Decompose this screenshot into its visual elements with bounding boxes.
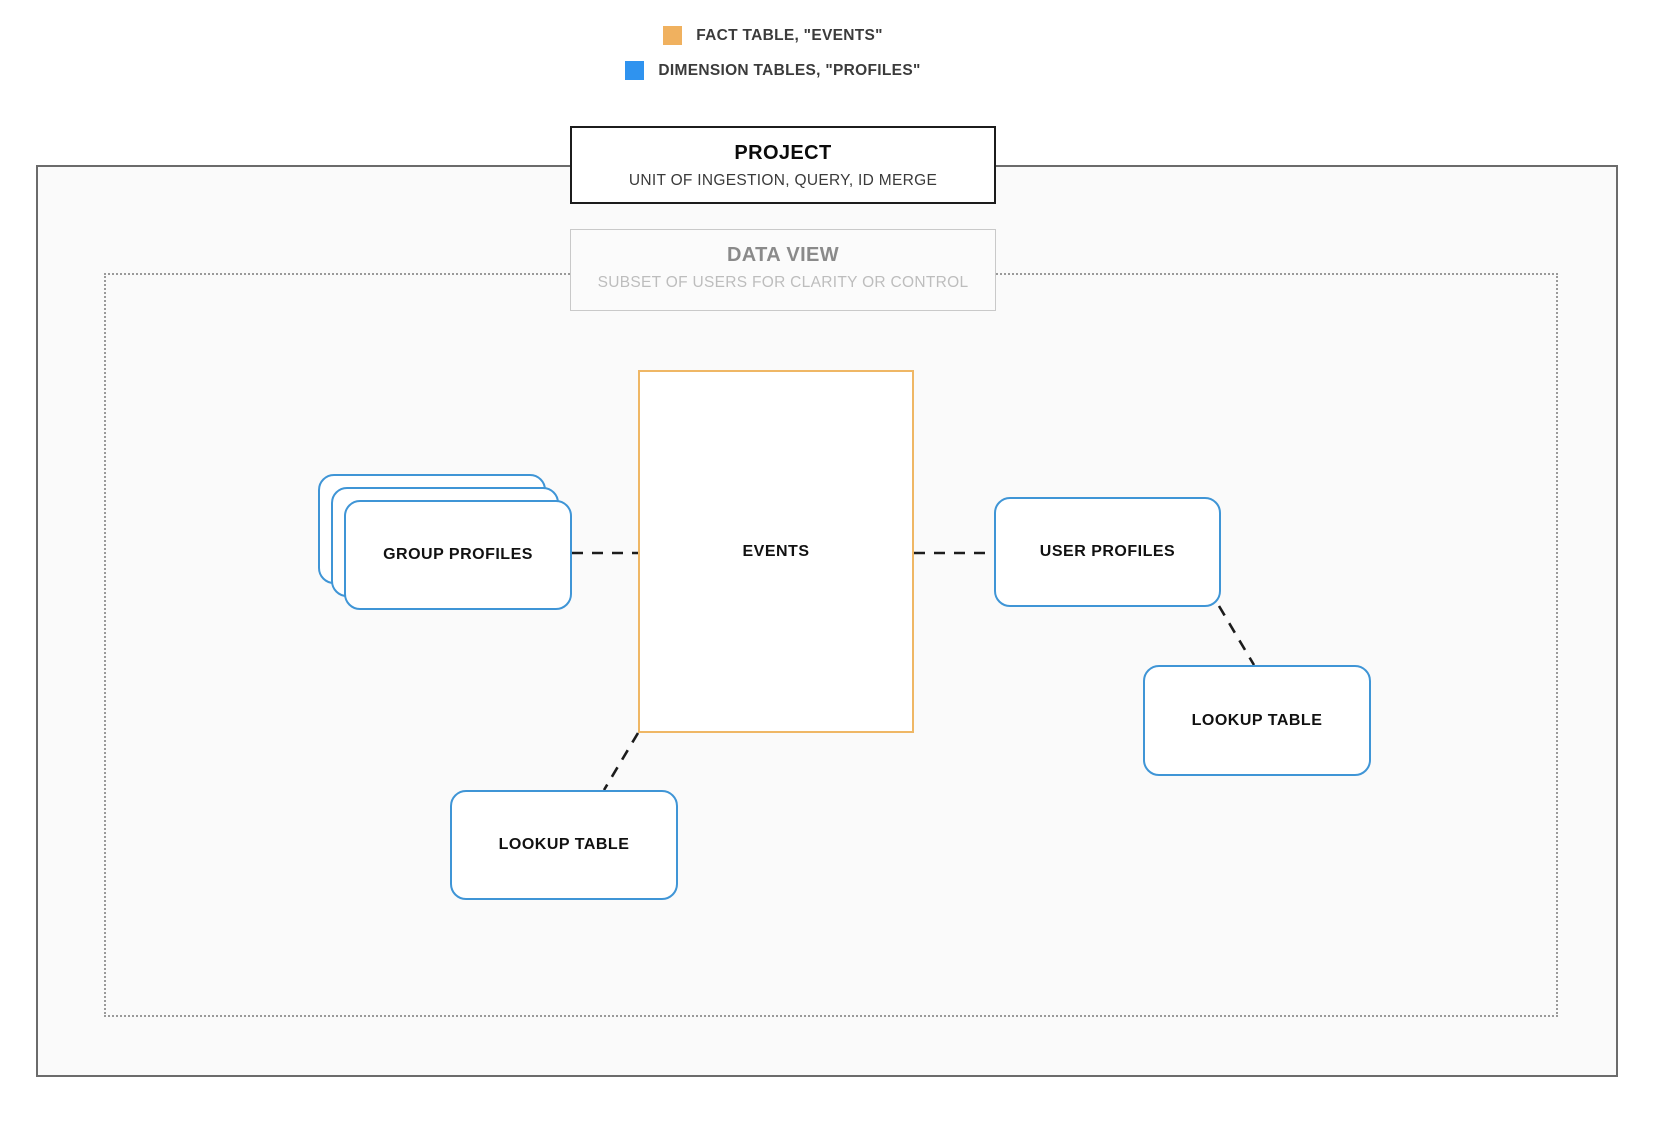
data-view-subtitle: SUBSET OF USERS FOR CLARITY OR CONTROL — [597, 274, 969, 291]
project-subtitle: UNIT OF INGESTION, QUERY, ID MERGE — [628, 172, 938, 189]
events-node[interactable]: EVENTS — [638, 370, 914, 733]
legend-label-fact-table: FACT TABLE, "EVENTS" — [696, 26, 883, 44]
group-profiles-stack-card-front[interactable]: GROUP PROFILES — [344, 500, 572, 610]
group-profiles-label: GROUP PROFILES — [383, 546, 533, 563]
lookup-table-right-node[interactable]: LOOKUP TABLE — [1143, 665, 1371, 776]
project-title: PROJECT — [734, 142, 832, 164]
blue-square-swatch — [625, 61, 645, 80]
lookup-table-left-label: LOOKUP TABLE — [498, 836, 630, 853]
legend-label-dimension-tables: DIMENSION TABLES, "PROFILES" — [658, 61, 921, 79]
legend: FACT TABLE, "EVENTS" DIMENSION TABLES, "… — [0, 26, 1546, 80]
events-label: EVENTS — [742, 542, 810, 560]
group-profiles-node[interactable]: GROUP PROFILES — [318, 474, 598, 610]
lookup-table-left-node[interactable]: LOOKUP TABLE — [450, 790, 678, 900]
user-profiles-label: USER PROFILES — [1039, 543, 1176, 560]
data-view-title: DATA VIEW — [726, 244, 840, 266]
lookup-table-right-label: LOOKUP TABLE — [1191, 711, 1323, 729]
user-profiles-node[interactable]: USER PROFILES — [994, 497, 1221, 607]
data-view-label-box: DATA VIEW SUBSET OF USERS FOR CLARITY OR… — [570, 229, 996, 311]
legend-item-dimension-tables: DIMENSION TABLES, "PROFILES" — [625, 61, 920, 80]
legend-item-fact-table: FACT TABLE, "EVENTS" — [663, 26, 883, 45]
project-label-box: PROJECT UNIT OF INGESTION, QUERY, ID MER… — [570, 126, 996, 204]
orange-square-swatch — [663, 26, 683, 45]
